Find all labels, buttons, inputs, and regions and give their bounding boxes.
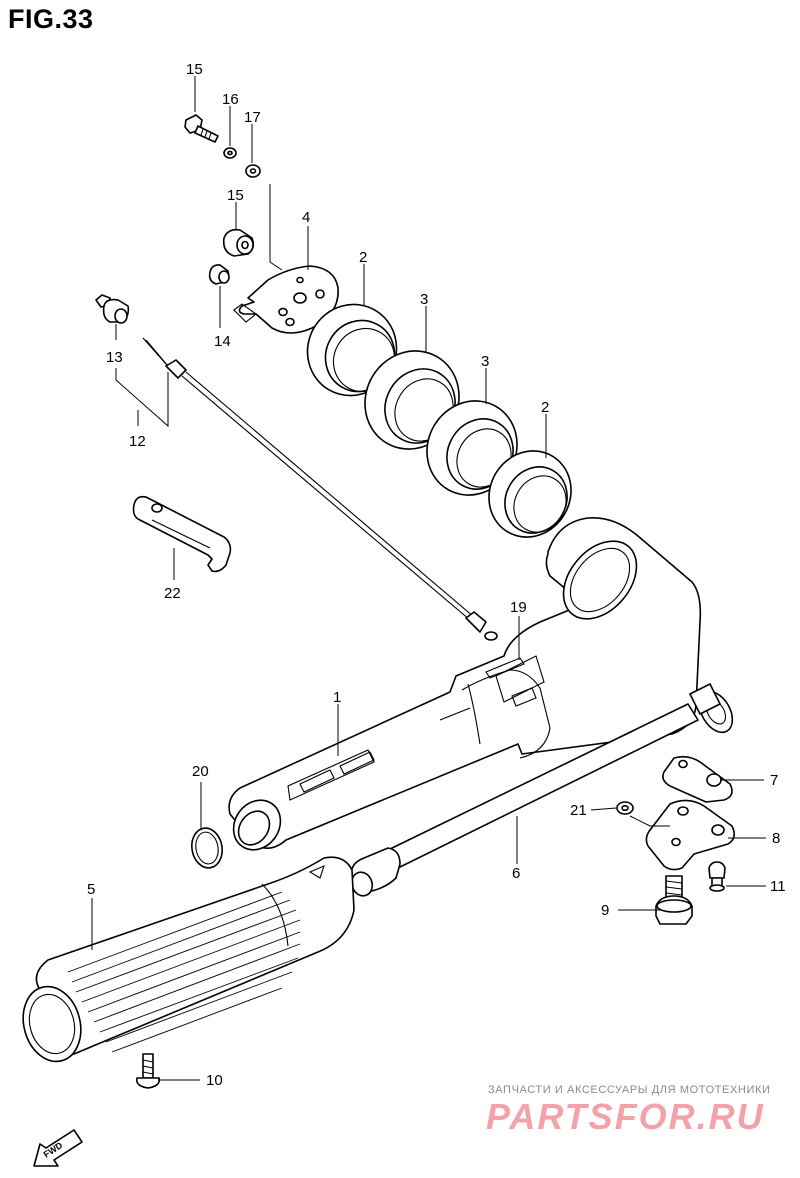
part-17-washer — [223, 147, 237, 159]
callout-9: 9 — [601, 902, 609, 919]
part-9-bolt — [655, 875, 693, 925]
part-6-shaft — [350, 683, 734, 897]
callout-5: 5 — [87, 881, 95, 898]
callout-labels: 15 16 17 15 4 2 3 3 2 14 13 12 22 19 1 2… — [87, 61, 786, 1089]
callout-6: 6 — [512, 865, 520, 882]
part-20-o-ring — [191, 827, 223, 869]
callout-1: 1 — [333, 689, 341, 706]
callout-12: 12 — [129, 433, 146, 450]
callout-14: 14 — [214, 333, 231, 350]
callout-2-upper: 2 — [359, 249, 367, 266]
callout-3-upper: 3 — [420, 291, 428, 308]
part-19-decal — [485, 657, 525, 679]
callout-13: 13 — [106, 349, 123, 366]
part-16-bolt — [184, 114, 219, 143]
part-13-nipple — [95, 294, 130, 324]
part-15-bushing — [222, 228, 255, 257]
callout-18: 17 — [244, 109, 261, 126]
watermark-logo: PARTSFOR.RU — [486, 1096, 765, 1137]
callout-22: 22 — [164, 585, 181, 602]
part-22-clip — [132, 495, 232, 573]
callout-11: 11 — [770, 878, 786, 895]
callout-8: 8 — [772, 830, 780, 847]
callout-2-lower: 2 — [541, 399, 549, 416]
part-11-screw — [708, 861, 726, 892]
callout-4: 4 — [302, 209, 310, 226]
callout-17: 16 — [222, 91, 239, 108]
callout-15: 15 — [227, 187, 244, 204]
callout-16: 15 — [186, 61, 203, 78]
callout-19: 19 — [510, 599, 527, 616]
part-8-bracket — [645, 799, 736, 871]
part-18-washer — [245, 164, 261, 178]
part-2-seal-lower — [488, 450, 572, 538]
callout-21: 21 — [570, 802, 587, 819]
part-5-grip — [22, 856, 355, 1063]
part-21-washer — [616, 801, 634, 815]
part-4-bracket — [233, 265, 339, 334]
part-7-plate — [662, 755, 733, 803]
watermark-caption: ЗАПЧАСТИ И АКСЕССУАРЫ ДЛЯ МОТОТЕХНИКИ — [488, 1084, 771, 1096]
figure-title: FIG.33 — [8, 4, 94, 34]
part-12-cable — [142, 337, 498, 641]
part-14-collar — [208, 264, 230, 285]
callout-3-lower: 3 — [481, 353, 489, 370]
fwd-direction-mark: FWD — [33, 1129, 83, 1167]
callout-7: 7 — [770, 772, 778, 789]
part-1-handle-housing — [228, 517, 702, 851]
part-10-screw — [135, 1053, 161, 1089]
leader-lines — [91, 76, 766, 1081]
callout-20: 20 — [192, 763, 209, 780]
callout-10: 10 — [206, 1072, 223, 1089]
